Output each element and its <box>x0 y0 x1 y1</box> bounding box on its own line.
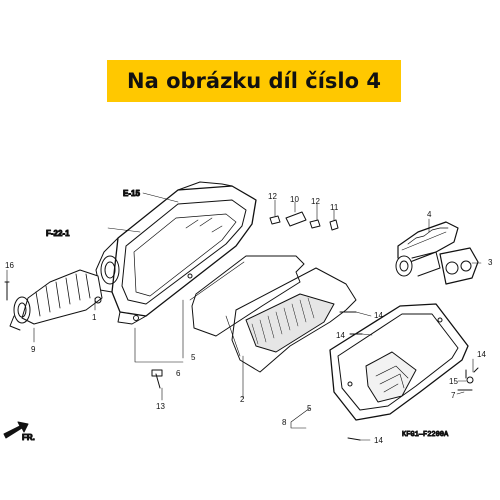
label-7: 7 <box>451 391 456 400</box>
resonator-part-3 <box>439 247 479 285</box>
ref-front: FR. <box>22 433 35 442</box>
case-gasket <box>189 255 305 337</box>
part-labels: 16 9 1 5 6 2 13 12 10 12 11 4 3 14 14 14… <box>5 192 493 445</box>
label-1: 1 <box>92 313 97 322</box>
label-13: 13 <box>156 402 165 411</box>
air-cleaner-cover <box>329 303 469 421</box>
label-12a: 12 <box>268 192 277 201</box>
label-3: 3 <box>488 258 493 267</box>
label-14b: 14 <box>336 331 345 340</box>
ref-e15: E-15 <box>123 189 140 198</box>
banner-text: Na obrázku díl číslo 4 <box>127 69 381 93</box>
label-14c: 14 <box>477 350 486 359</box>
label-15: 15 <box>449 377 458 386</box>
label-5a: 5 <box>191 353 196 362</box>
element-frame <box>225 267 357 373</box>
label-6: 6 <box>176 369 181 378</box>
part-number-banner: Na obrázku díl číslo 4 <box>107 60 401 102</box>
resonator-part-4 <box>395 221 459 277</box>
label-14a: 14 <box>374 311 383 320</box>
front-arrow-icon <box>3 421 29 439</box>
label-8: 8 <box>282 418 287 427</box>
intake-duct <box>9 269 103 331</box>
hardware <box>4 211 479 441</box>
air-cleaner-case <box>95 181 257 325</box>
label-4: 4 <box>427 210 432 219</box>
label-5b: 5 <box>307 404 312 413</box>
label-10: 10 <box>290 195 299 204</box>
label-2: 2 <box>240 395 245 404</box>
label-12b: 12 <box>311 197 320 206</box>
label-16: 16 <box>5 261 14 270</box>
label-9: 9 <box>31 345 36 354</box>
label-11: 11 <box>330 203 339 212</box>
label-14d: 14 <box>374 436 383 445</box>
leader-lines <box>6 192 482 441</box>
ref-f22: F-22-1 <box>46 229 70 238</box>
filter-element <box>245 293 335 353</box>
diagram-code: KFG1—F2200A <box>402 431 449 439</box>
